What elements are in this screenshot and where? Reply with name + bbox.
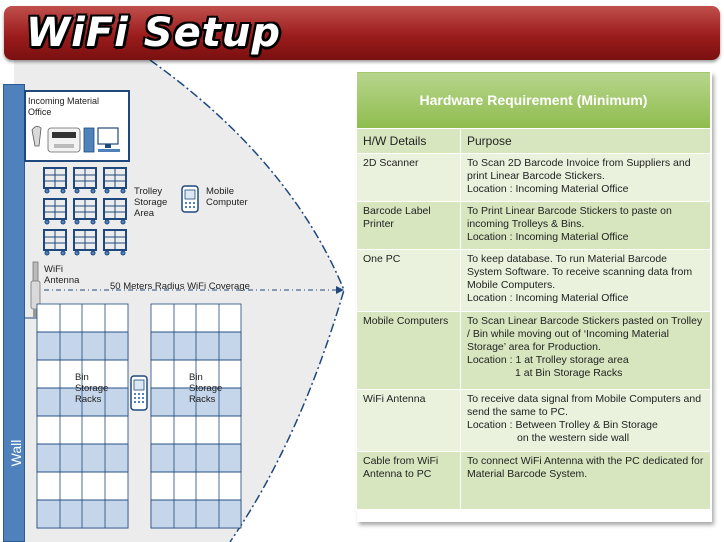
hw-item: 2D Scanner xyxy=(356,153,461,202)
purpose-line: To keep database. To run Material Barcod… xyxy=(467,253,693,291)
purpose-line: To Print Linear Barcode Stickers to past… xyxy=(467,205,672,230)
mobile-computer-icon xyxy=(130,375,148,411)
table-row: One PC To keep database. To run Material… xyxy=(356,249,711,312)
purpose-line: on the western side wall xyxy=(517,432,630,444)
trolley xyxy=(43,198,67,225)
purpose-line: 1 at Bin Storage Racks xyxy=(515,367,623,379)
trolley-storage-label: Trolley Storage Area xyxy=(134,186,168,219)
trolley xyxy=(103,229,127,256)
table-row: Cable from WiFi Antenna to PC To connect… xyxy=(356,451,711,510)
column-header-hw: H/W Details xyxy=(356,128,461,154)
coverage-arrow-icon xyxy=(336,286,344,294)
table-row: WiFi Antenna To receive data signal from… xyxy=(356,389,711,452)
hw-purpose: To keep database. To run Material Barcod… xyxy=(460,249,711,312)
office-equipment xyxy=(31,126,120,153)
purpose-line: Location : Incoming Material Office xyxy=(467,183,629,195)
table-row: 2D Scanner To Scan 2D Barcode Invoice fr… xyxy=(356,153,711,202)
page-title: WiFi Setup xyxy=(26,10,281,56)
office-label: Incoming Material Office xyxy=(28,96,100,117)
monitor-icon xyxy=(97,127,120,152)
trolley xyxy=(103,167,127,194)
purpose-line: To receive data signal from Mobile Compu… xyxy=(467,393,702,418)
mobile-computer-label: Mobile Computer xyxy=(206,186,248,208)
purpose-line: Location : Between Trolley & Bin Storage xyxy=(467,419,658,431)
trolley xyxy=(73,198,97,225)
trolley-group xyxy=(43,167,127,256)
hw-item: Barcode Label Printer xyxy=(356,201,461,250)
wifi-antenna-icon xyxy=(30,261,41,317)
hardware-requirement-table: Hardware Requirement (Minimum) H/W Detai… xyxy=(356,71,711,510)
trolley xyxy=(73,229,97,256)
hw-item: Mobile Computers xyxy=(356,311,461,390)
hw-purpose: To Print Linear Barcode Stickers to past… xyxy=(460,201,711,250)
incoming-material-office: Incoming Material Office xyxy=(24,90,130,162)
hw-purpose: To connect WiFi Antenna with the PC dedi… xyxy=(460,451,711,510)
title-banner: WiFi Setup xyxy=(4,6,720,60)
mobile-computer-icon xyxy=(181,185,199,213)
purpose-line: Location : 1 at Trolley storage area xyxy=(467,354,629,366)
purpose-line: Location : Incoming Material Office xyxy=(467,231,629,243)
hw-purpose: To receive data signal from Mobile Compu… xyxy=(460,389,711,452)
coverage-label: 50 Meters Radius WiFi Coverage xyxy=(110,281,250,292)
table-row: Mobile Computers To Scan Linear Barcode … xyxy=(356,311,711,390)
bin-rack-right xyxy=(150,303,242,529)
hw-item: Cable from WiFi Antenna to PC xyxy=(356,451,461,510)
bin-rack-left xyxy=(36,303,129,529)
wifi-coverage-boundary xyxy=(149,59,345,542)
hw-purpose: To Scan Linear Barcode Stickers pasted o… xyxy=(460,311,711,390)
table-heading: Hardware Requirement (Minimum) xyxy=(356,71,711,129)
purpose-line: To Scan 2D Barcode Invoice from Supplier… xyxy=(467,157,691,182)
pc-tower-icon xyxy=(83,127,95,153)
scanner-icon xyxy=(31,126,42,147)
bin-storage-label-right: Bin Storage Racks xyxy=(189,372,223,405)
column-header-purpose: Purpose xyxy=(460,128,711,154)
purpose-line: To connect WiFi Antenna with the PC dedi… xyxy=(467,455,704,480)
table-row: Barcode Label Printer To Print Linear Ba… xyxy=(356,201,711,250)
hw-item: One PC xyxy=(356,249,461,312)
wall: Wall xyxy=(3,84,25,542)
trolley xyxy=(43,229,67,256)
hw-item: WiFi Antenna xyxy=(356,389,461,452)
hw-purpose: To Scan 2D Barcode Invoice from Supplier… xyxy=(460,153,711,202)
trolley xyxy=(73,167,97,194)
wifi-antenna-label: WiFi Antenna xyxy=(44,264,80,286)
purpose-line: Location : Incoming Material Office xyxy=(467,292,629,304)
wall-label: Wall xyxy=(8,439,24,467)
bin-storage-label-left: Bin Storage Racks xyxy=(75,372,109,405)
printer-icon xyxy=(47,127,81,153)
trolley xyxy=(43,167,67,194)
trolley xyxy=(103,198,127,225)
purpose-line: To Scan Linear Barcode Stickers pasted o… xyxy=(467,315,703,353)
